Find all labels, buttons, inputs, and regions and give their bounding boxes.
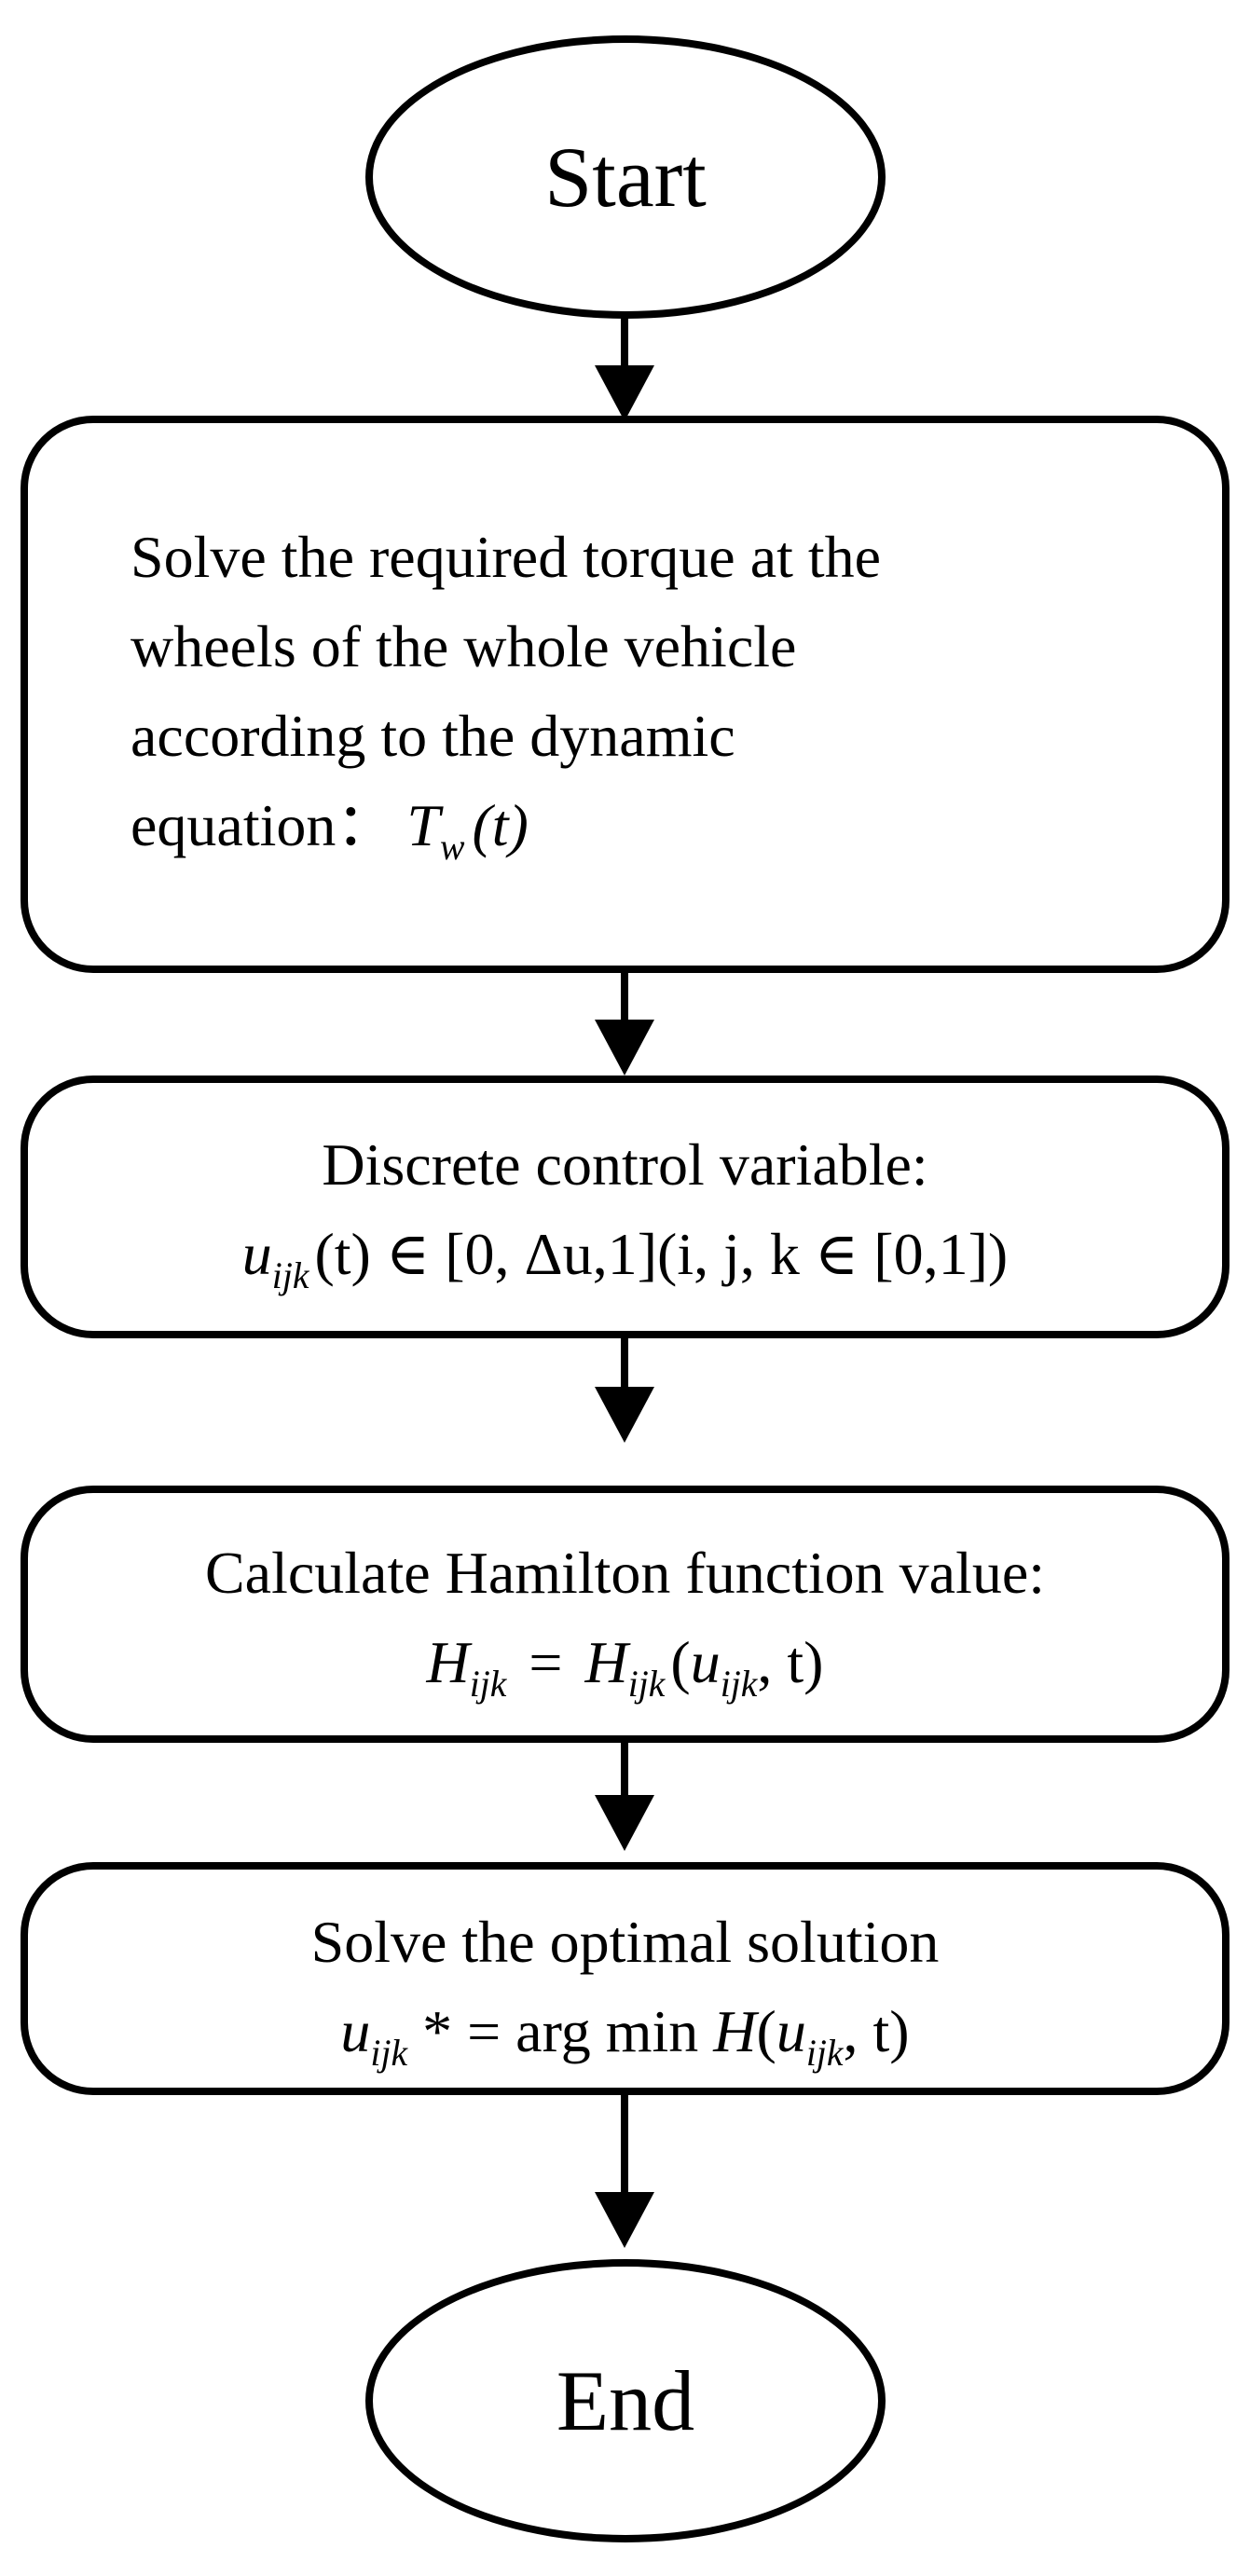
torque-formula: Tw(t) bbox=[406, 792, 529, 869]
step-hamilton-value: Calculate Hamilton function value: Hijk … bbox=[21, 1486, 1229, 1743]
start-terminal: Start bbox=[365, 35, 886, 319]
step1-line-3: according to the dynamic bbox=[130, 703, 735, 769]
hamilton-formula: Hijk = Hijk(uijk, t) bbox=[426, 1629, 824, 1706]
step1-line-1: Solve the required torque at the bbox=[130, 524, 882, 590]
step3-title: Calculate Hamilton function value: bbox=[204, 1540, 1046, 1606]
step-discrete-control: Discrete control variable: uijk(t) ∈ [0,… bbox=[21, 1076, 1229, 1338]
step1-line-4: equation：Tw(t) bbox=[130, 781, 881, 870]
step-optimal-solution: Solve the optimal solution uijk * = arg … bbox=[21, 1862, 1229, 2095]
end-terminal: End bbox=[365, 2259, 886, 2542]
optimal-solution-formula: uijk * = arg min H(uijk, t) bbox=[340, 1998, 910, 2075]
step1-line-2: wheels of the whole vehicle bbox=[130, 613, 797, 679]
step4-title: Solve the optimal solution bbox=[310, 1909, 940, 1975]
control-variable-formula: uijk(t) ∈ [0, Δu,1](i, j, k ∈ [0,1]) bbox=[241, 1221, 1009, 1297]
start-label: Start bbox=[544, 130, 707, 225]
step1-line-4-text: equation： bbox=[130, 792, 396, 858]
end-label: End bbox=[556, 2353, 695, 2448]
step2-title: Discrete control variable: bbox=[322, 1131, 928, 1198]
step-solve-torque: Solve the required torque at the wheels … bbox=[21, 416, 1229, 973]
